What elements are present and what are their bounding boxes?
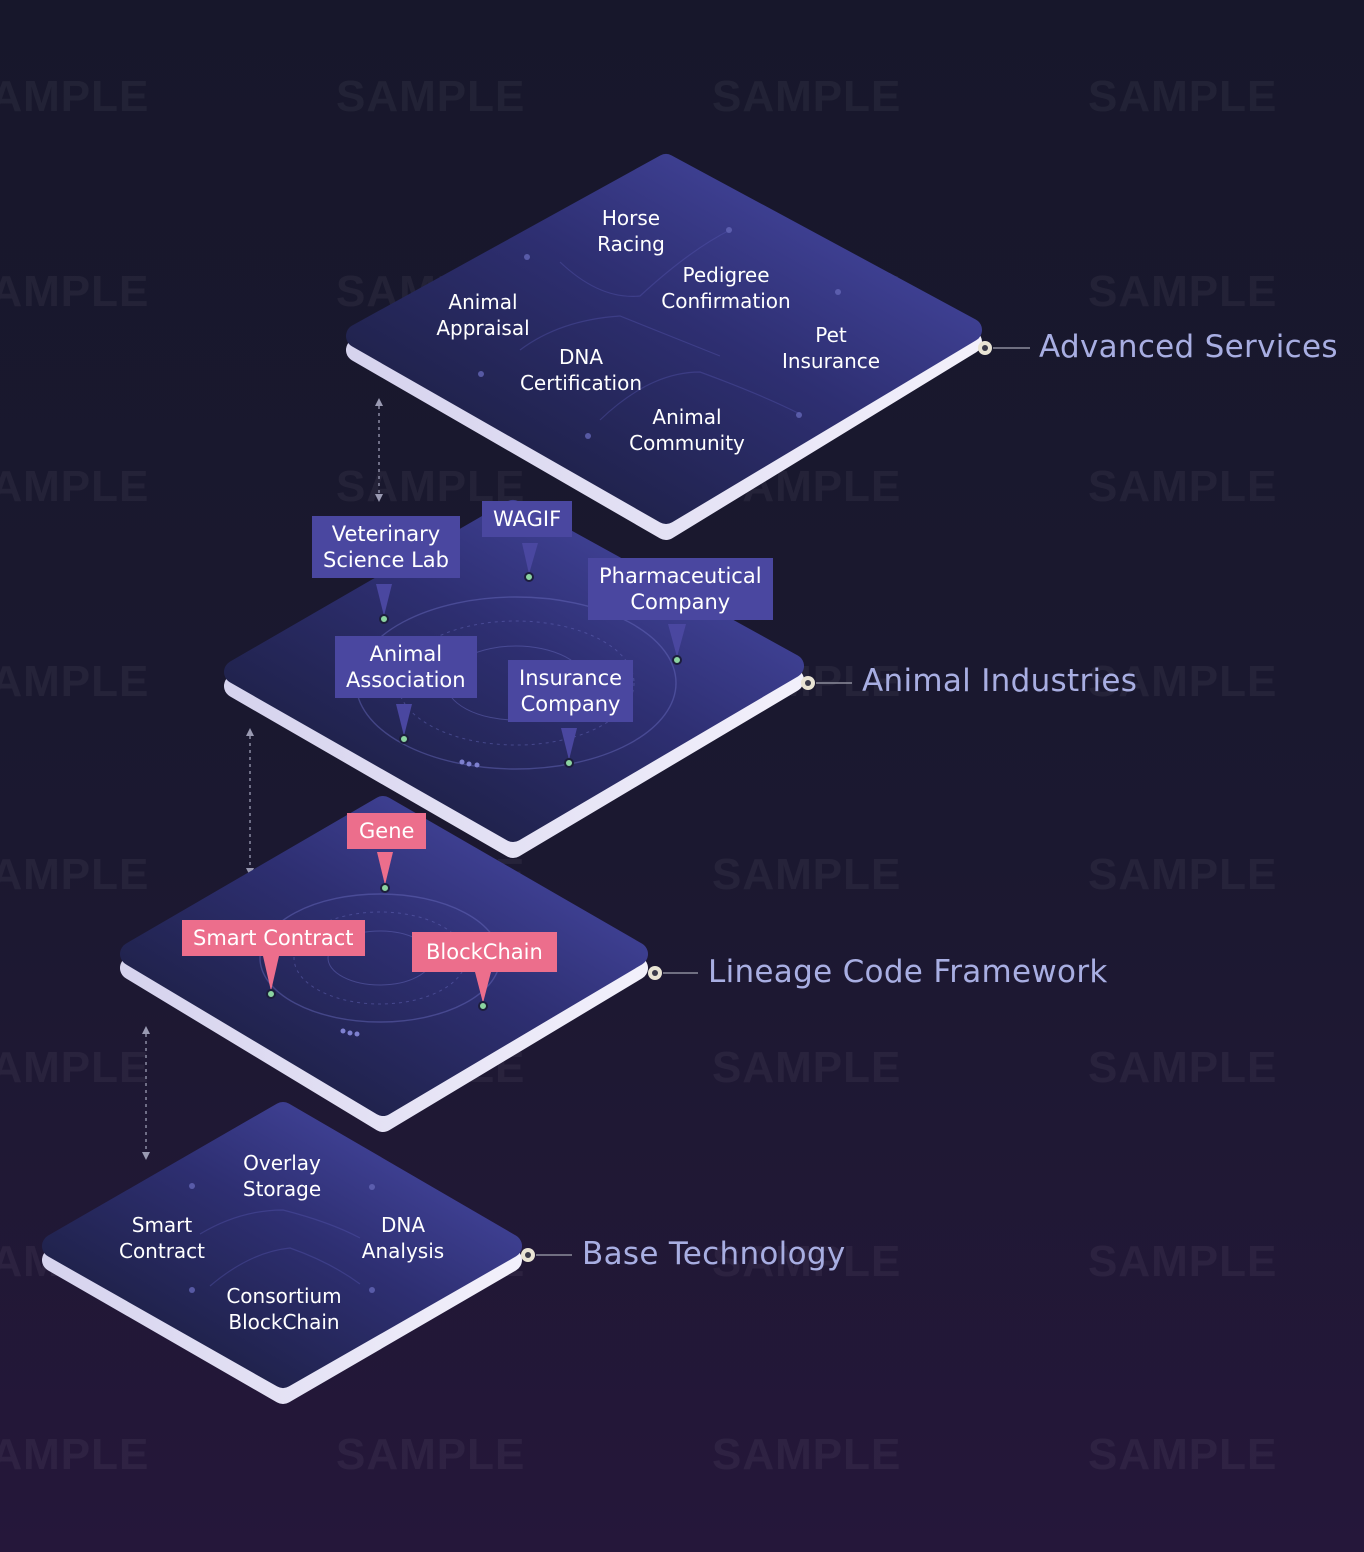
tech-overlay-storage: Overlay Storage <box>242 1151 322 1201</box>
watermark-text: SAMPLE <box>1088 1430 1278 1479</box>
watermark-text: SAMPLE <box>712 1430 902 1479</box>
tag-pointer <box>396 704 412 736</box>
platform-grid-lines <box>199 1209 361 1287</box>
anchor-dot <box>478 1001 488 1011</box>
service-animal-appraisal: Animal Appraisal <box>436 290 530 340</box>
watermark-text: SAMPLE <box>0 657 150 706</box>
service-pedigree-confirmation: Pedigree Confirmation <box>661 263 791 313</box>
tag-pointers <box>263 543 686 1011</box>
watermark-text: SAMPLE <box>712 72 902 121</box>
watermark-text: SAMPLE <box>1088 72 1278 121</box>
watermark-text: SAMPLE <box>0 72 150 121</box>
tag-pointer <box>668 624 686 657</box>
watermark-text: SAMPLE <box>336 1430 526 1479</box>
tag-pointer <box>561 728 577 760</box>
orbit-dots <box>459 759 480 768</box>
connector-arrow <box>375 398 383 502</box>
watermark-text: SAMPLE <box>0 1043 150 1092</box>
tag-pointer <box>263 956 279 991</box>
anchor-dot <box>399 734 409 744</box>
anchor-dot <box>379 614 389 624</box>
watermark-text: SAMPLE <box>712 850 902 899</box>
anchor-dot <box>266 989 276 999</box>
watermark-text: SAMPLE <box>1088 462 1278 511</box>
tech-smart-contract: Smart Contract <box>118 1213 206 1263</box>
anchor-dot <box>524 572 534 582</box>
watermark-text: SAMPLE <box>336 72 526 121</box>
platform-lineage-code-framework <box>120 796 648 1132</box>
connector-arrow <box>142 1026 150 1160</box>
layer-label-lineage-code-framework: Lineage Code Framework <box>708 954 1108 990</box>
platform-grid-lines <box>519 229 801 421</box>
anchor-dot <box>672 655 682 665</box>
service-horse-racing: Horse Racing <box>597 206 665 256</box>
watermark-text: SAMPLE <box>712 1043 902 1092</box>
watermark-text: SAMPLE <box>0 850 150 899</box>
tag-pointer <box>475 972 491 1003</box>
layer-label-base-technology: Base Technology <box>582 1236 846 1272</box>
connector-arrow <box>246 728 254 876</box>
platform-base-technology <box>42 1102 522 1404</box>
tag-pharmaceutical-company: Pharmaceutical Company <box>588 558 773 620</box>
tag-pointer <box>522 543 538 574</box>
tag-gene: Gene <box>347 813 427 849</box>
service-pet-insurance: Pet Insurance <box>781 323 881 373</box>
service-animal-community: Animal Community <box>629 405 745 455</box>
tag-animal-association: Animal Association <box>335 636 477 698</box>
watermark-text: SAMPLE <box>1088 1043 1278 1092</box>
tech-consortium-blockchain: Consortium BlockChain <box>226 1284 342 1334</box>
connector-node-center <box>525 1252 531 1258</box>
platform-node-dots <box>478 227 841 439</box>
watermark-text: SAMPLE <box>0 462 150 511</box>
anchor-dot <box>564 758 574 768</box>
watermark-text: SAMPLE <box>1088 850 1278 899</box>
watermark-text: SAMPLE <box>1088 657 1278 706</box>
connector-node-center <box>805 680 811 686</box>
tech-dna-analysis: DNA Analysis <box>361 1213 445 1263</box>
anchor-dot <box>380 883 390 893</box>
tag-pointer <box>377 852 393 885</box>
tag-blockchain: BlockChain <box>412 932 557 972</box>
watermark-text: SAMPLE <box>1088 1237 1278 1286</box>
platform-advanced-services <box>346 154 982 540</box>
connector-node-center <box>652 970 658 976</box>
watermark-text: SAMPLE <box>0 1430 150 1479</box>
tag-insurance-company: Insurance Company <box>508 660 634 722</box>
watermark-text: SAMPLE <box>1088 267 1278 316</box>
tag-pointer <box>376 584 392 616</box>
orbit-dots <box>340 1028 360 1037</box>
tag-veterinary-science-lab: Veterinary Science Lab <box>312 516 460 578</box>
service-dna-certification: DNA Certification <box>519 345 643 395</box>
watermark-text: SAMPLE <box>712 1237 902 1286</box>
tag-smart-contract: Smart Contract <box>182 920 365 956</box>
connector-node-center <box>982 345 988 351</box>
tag-wagif: WAGIF <box>482 501 573 537</box>
layer-label-connectors <box>521 341 1030 1262</box>
platform-node-dots <box>189 1183 375 1293</box>
layer-label-advanced-services: Advanced Services <box>1039 329 1338 365</box>
layer-label-animal-industries: Animal Industries <box>862 663 1138 699</box>
watermark-text: SAMPLE <box>0 267 150 316</box>
